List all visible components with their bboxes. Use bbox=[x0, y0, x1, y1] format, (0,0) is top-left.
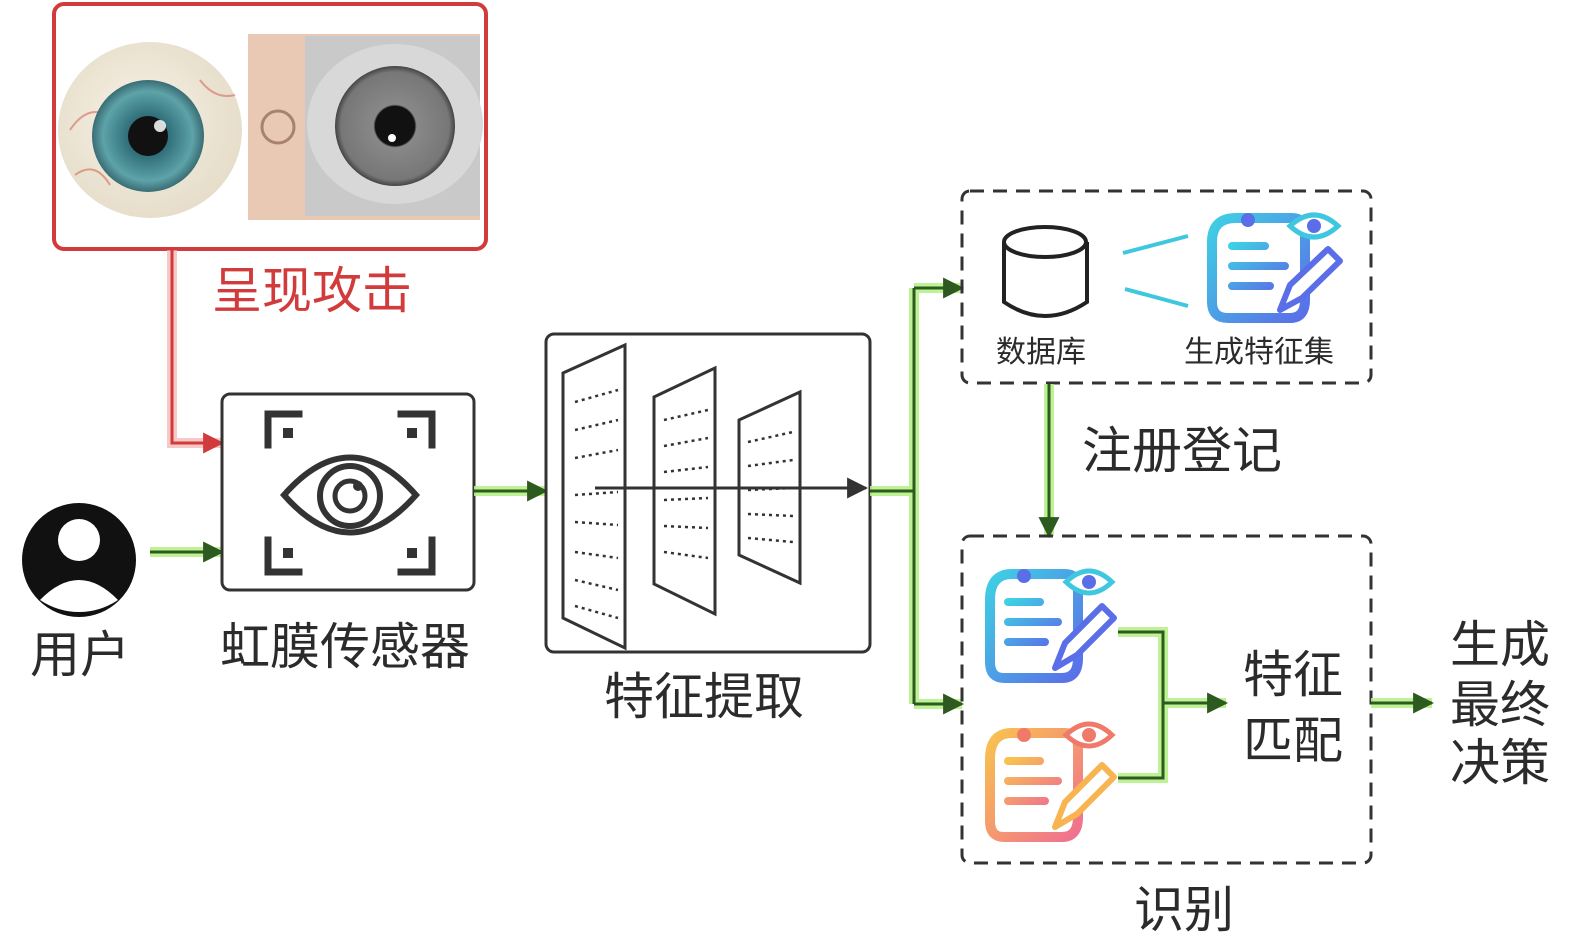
feature-matching-label-line1: 特征 bbox=[1243, 646, 1343, 704]
document-eye-pencil-icon bbox=[1207, 212, 1343, 323]
identification-label: 识别 bbox=[1134, 881, 1234, 939]
feature-matching-label-line2: 匹配 bbox=[1243, 712, 1343, 770]
extraction-split-line bbox=[870, 288, 916, 704]
decision-label-line3: 决策 bbox=[1450, 734, 1550, 792]
sensor-label: 虹膜传感器 bbox=[220, 618, 470, 676]
feature-extraction-label: 特征提取 bbox=[604, 668, 804, 726]
matching-bracket bbox=[1118, 630, 1165, 780]
enrollment-box bbox=[960, 189, 1373, 385]
generated-feature-set-label: 生成特征集 bbox=[1184, 335, 1334, 370]
enrollment-label: 注册登记 bbox=[1082, 422, 1282, 480]
feature-extraction-box bbox=[544, 332, 872, 654]
database-cylinder-icon bbox=[1002, 225, 1089, 318]
decision-label-line2: 最终 bbox=[1450, 676, 1550, 734]
eye-scan-icon bbox=[264, 410, 436, 576]
query-template-icon bbox=[985, 721, 1117, 842]
layer-plane-2 bbox=[652, 365, 717, 617]
database-link-lines bbox=[1122, 234, 1189, 308]
enrolled-template-icon bbox=[985, 568, 1117, 683]
attack-samples-box bbox=[52, 2, 488, 251]
user-avatar-icon bbox=[22, 503, 136, 617]
database-label: 数据库 bbox=[996, 335, 1086, 370]
phone-eye-photo bbox=[248, 34, 483, 220]
iris-sensor-box bbox=[220, 392, 476, 592]
decision-label-line1: 生成 bbox=[1450, 616, 1550, 674]
user-label: 用户 bbox=[30, 626, 130, 684]
prosthetic-eye-photo bbox=[58, 34, 244, 220]
attack-label: 呈现攻击 bbox=[212, 262, 412, 320]
